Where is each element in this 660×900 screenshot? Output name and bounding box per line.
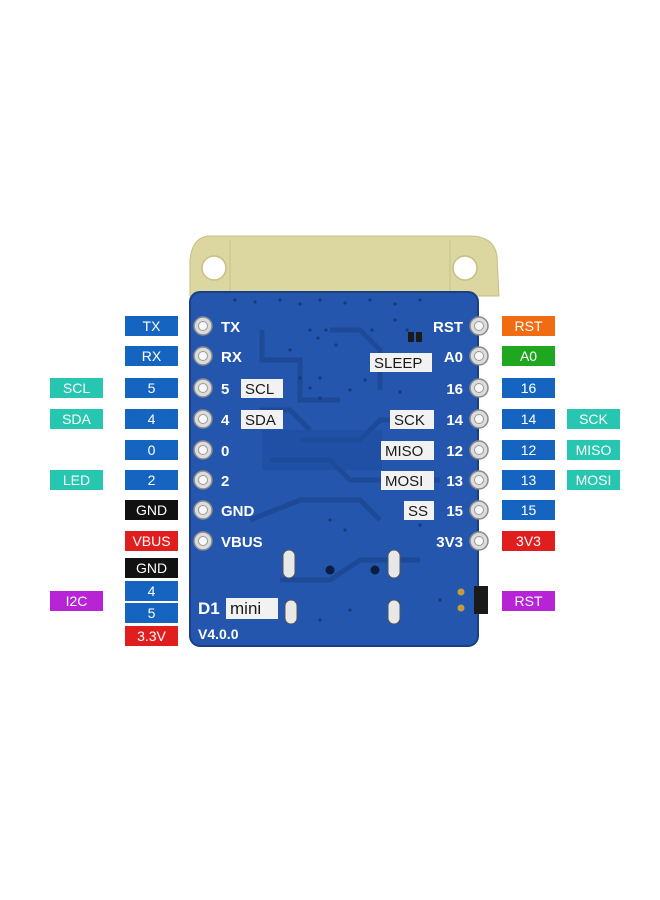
silk-sda-label: SDA [245,412,276,429]
left-tag-5: 5 [125,378,178,398]
right-tag-12: 12 [502,440,555,460]
left-tag-4: 4 [125,409,178,429]
silk-box-miso [381,441,434,460]
left-tag-rx: RX [125,346,178,366]
left-pin-hole [198,505,208,515]
func-tag-sda: SDA [50,409,103,429]
silk-sck-label: SCK [394,412,425,429]
silk-right-16: 16 [446,381,463,398]
smd-component [408,332,414,342]
right-tag-reset-button: RST [502,591,555,611]
silk-brand-d1: D1 [198,599,220,618]
silk-box-sck [390,410,434,429]
silk-box-sda [241,410,283,429]
silk-right-13: 13 [446,473,463,490]
func-tag-sck: SCK [567,409,620,429]
pcb-vias [233,298,442,622]
right-pin-hole [474,536,484,546]
antenna-area [189,235,500,297]
right-tag-a0: A0 [502,346,555,366]
silk-left-vbus: VBUS [221,534,263,551]
silk-right-3v3: 3V3 [436,534,463,551]
silk-left-rx: RX [221,349,242,366]
silk-left-0: 0 [221,443,229,460]
func-tag-led: LED [50,470,103,490]
silk-right-12: 12 [446,443,463,460]
i2c-tag-gnd: GND [125,558,178,578]
silk-ss-label: SS [408,503,428,520]
reset-button-body [474,586,488,614]
left-pin-hole [198,414,208,424]
left-pin-hole [198,445,208,455]
right-tag-3v3: 3V3 [502,531,555,551]
right-pin-pads [469,316,489,551]
usb-slot-hole [282,549,296,579]
left-tag-0: 0 [125,440,178,460]
left-tag-2: 2 [125,470,178,490]
usb-slot-hole [284,599,298,625]
i2c-tag-4: 4 [125,581,178,601]
mounting-hole-right [452,255,478,281]
left-tag-tx: TX [125,316,178,336]
right-pin-hole [474,505,484,515]
silk-left-gnd: GND [221,503,255,520]
right-pin-hole [474,383,484,393]
silk-box-mosi [381,471,434,490]
silk-miso-label: MISO [385,443,423,460]
silk-left-tx: TX [221,319,240,336]
silk-version: V4.0.0 [198,626,239,642]
silk-box-scl [241,379,283,398]
silk-left-5: 5 [221,381,229,398]
right-tag-16: 16 [502,378,555,398]
silk-box-ss [404,501,434,520]
left-pin-hole [198,475,208,485]
usb-slot-hole [387,549,401,579]
right-tag-13: 13 [502,470,555,490]
func-tag-scl: SCL [50,378,103,398]
silk-left-2: 2 [221,473,229,490]
silk-right-15: 15 [446,503,463,520]
left-tag-vbus: VBUS [125,531,178,551]
usb-slot-hole [387,599,401,625]
right-tag-14: 14 [502,409,555,429]
silk-mini-label: mini [230,599,261,618]
right-tag-rst: RST [502,316,555,336]
silk-left-4: 4 [221,412,230,429]
left-pin-hole [198,536,208,546]
func-tag-mosi: MOSI [567,470,620,490]
left-pin-pads [193,316,213,551]
silk-right-a0: A0 [444,349,463,366]
func-tag-miso: MISO [567,440,620,460]
silk-right-14: 14 [446,412,463,429]
silk-mosi-label: MOSI [385,473,423,490]
left-pin-hole [198,321,208,331]
right-pin-hole [474,475,484,485]
right-pin-hole [474,414,484,424]
i2c-tag-name: I2C [50,591,103,611]
silk-sleep-label: SLEEP [374,355,422,372]
left-tag-gnd: GND [125,500,178,520]
silk-scl-label: SCL [245,381,274,398]
right-tag-15: 15 [502,500,555,520]
right-pin-hole [474,445,484,455]
silk-right-rst: RST [433,319,463,336]
i2c-tag-5: 5 [125,603,178,623]
right-pin-hole [474,351,484,361]
left-pin-hole [198,383,208,393]
i2c-tag-3v3: 3.3V [125,626,178,646]
silk-box-mini [226,598,278,619]
left-pin-hole [198,351,208,361]
right-pin-hole [474,321,484,331]
mounting-hole-left [201,255,227,281]
silk-box-sleep [370,353,432,372]
